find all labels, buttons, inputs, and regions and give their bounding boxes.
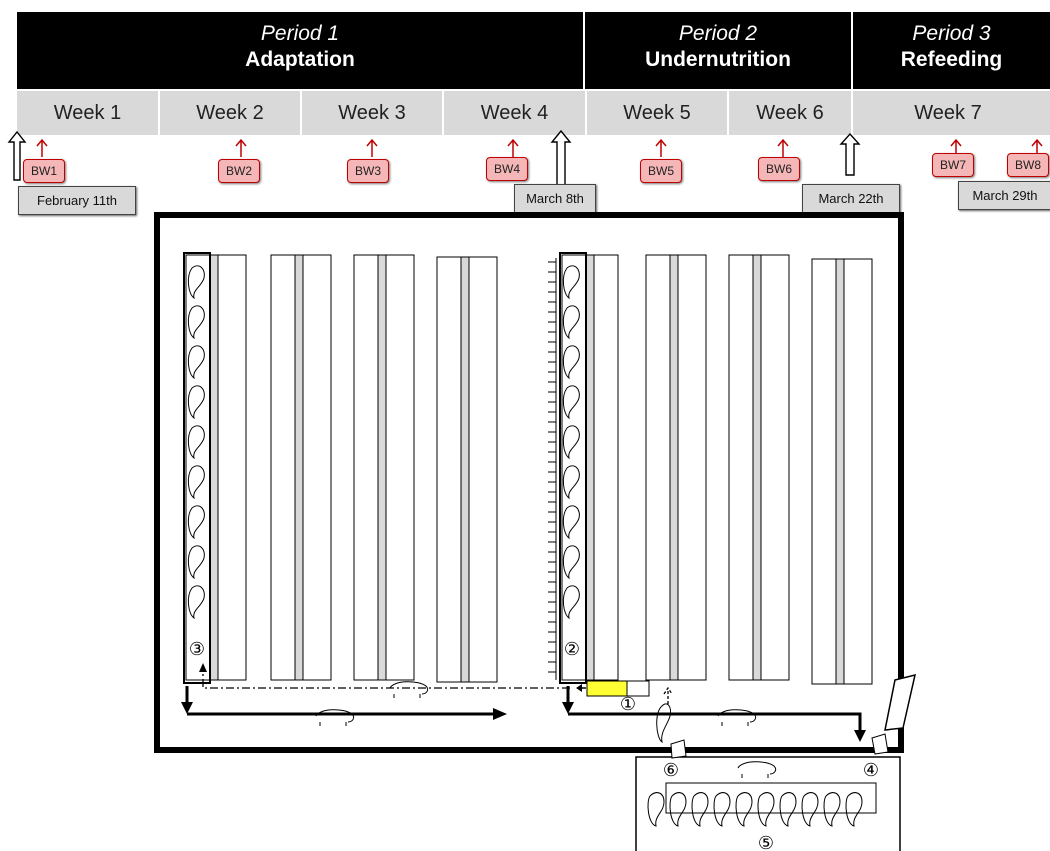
electronic-feeder: [586, 680, 628, 697]
stall-ticks: [548, 258, 557, 680]
pig-icon: [737, 761, 777, 778]
outer-pen: [635, 756, 901, 851]
station-number-2: ②: [564, 639, 580, 660]
station-number-6: ⑥: [663, 760, 679, 781]
pen-group-left: [185, 254, 498, 683]
period-1-name: Period 1: [260, 22, 340, 45]
bw-label: BW7: [932, 153, 974, 177]
route-left-arrow-right: [493, 708, 507, 720]
week-6: Week 6: [756, 102, 824, 124]
station-number-4: ④: [863, 760, 879, 781]
period-3-name: Period 3: [912, 22, 991, 45]
bw-label: BW6: [758, 157, 800, 181]
bw-label: BW1: [23, 159, 65, 183]
period-1-header: Period 1 Adaptation: [17, 12, 583, 89]
return-arrowhead: [199, 663, 207, 672]
period-2-header: Period 2 Undernutrition: [585, 12, 851, 89]
route-right: [566, 686, 862, 730]
bw-label: BW4: [486, 157, 528, 181]
period-2-name: Period 2: [678, 22, 758, 45]
crate-row-right: [559, 252, 587, 684]
pig-icon: [315, 709, 355, 726]
date-label: March 8th: [514, 184, 596, 213]
date-label: February 11th: [18, 186, 136, 215]
period-1-title: Adaptation: [245, 48, 355, 71]
pen-group-right: [561, 254, 873, 685]
pig-icon: [389, 681, 429, 698]
crate-row-left: [183, 252, 211, 684]
week-divider: [442, 91, 444, 135]
group-pen: [665, 782, 877, 814]
station-number-5: ⑤: [758, 833, 774, 851]
route-left: [185, 686, 495, 716]
date-label: March 22th: [802, 184, 900, 213]
route-left-arrow-down: [181, 702, 193, 714]
sow-icons-right: [562, 265, 580, 620]
week-divider: [851, 91, 853, 135]
week-4: Week 4: [480, 102, 549, 124]
station-number-3: ③: [189, 639, 205, 660]
week-divider: [727, 91, 729, 135]
week-divider: [158, 91, 160, 135]
bw-label: BW3: [347, 159, 389, 183]
gate-6: [670, 739, 687, 759]
sow-icons-left: [187, 265, 205, 620]
return-route: [202, 668, 570, 689]
door: [884, 673, 917, 731]
week-row: Week 1 Week 2 Week 3 Week 4 Week 5 Week …: [17, 91, 1050, 135]
week-divider: [585, 91, 587, 135]
bw-label: BW2: [218, 159, 260, 183]
feeder-head: [626, 680, 650, 697]
bw-label: BW8: [1007, 153, 1049, 177]
route-right-arrow-down: [562, 702, 574, 714]
sow-group-icons: [647, 792, 863, 827]
week-2: Week 2: [196, 102, 264, 124]
period-3-header: Period 3 Refeeding: [853, 12, 1050, 89]
pig-icon: [717, 709, 757, 726]
sow-icon: [656, 703, 671, 744]
period-3-title: Refeeding: [900, 48, 1003, 71]
week-divider: [300, 91, 302, 135]
week-1: Week 1: [53, 102, 122, 124]
gate-4: [871, 733, 889, 755]
barn-wall: [154, 212, 904, 753]
date-label: March 29th: [958, 181, 1050, 210]
week-3: Week 3: [338, 102, 406, 124]
week-5: Week 5: [623, 102, 691, 124]
week-7: Week 7: [914, 102, 982, 124]
route-right-arrow-end: [854, 730, 866, 742]
period-2-title: Undernutrition: [645, 48, 791, 71]
bw-label: BW5: [640, 159, 682, 183]
station-number-1: ①: [620, 694, 636, 715]
